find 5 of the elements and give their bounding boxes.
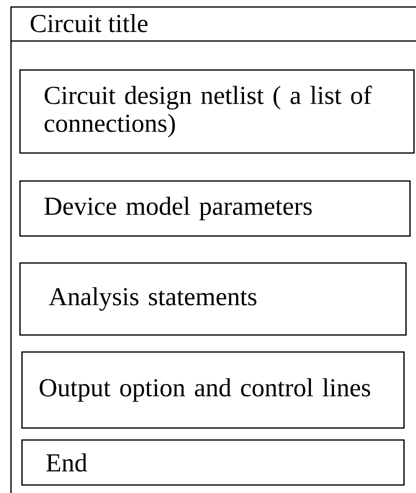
section-box: End — [21, 439, 405, 486]
section-box: Circuit design netlist ( a list of connections) — [19, 69, 415, 154]
section-box: Device model parameters — [19, 180, 411, 237]
section-box: Output option and control lines — [21, 351, 405, 429]
section-box: Analysis statements — [19, 262, 407, 336]
